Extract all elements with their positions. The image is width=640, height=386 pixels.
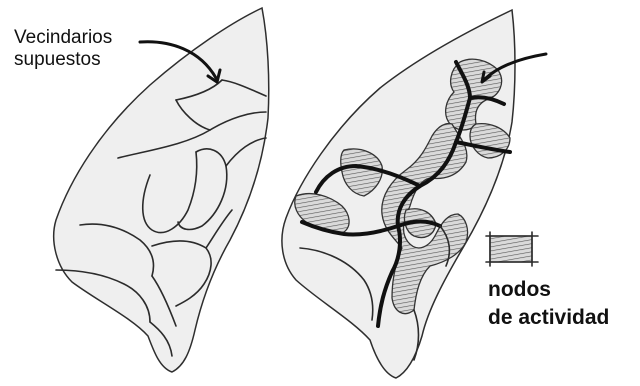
activity-nodes-label: nodos de actividad — [488, 276, 609, 332]
supposed-neighborhoods-label: Vecindarios supuestos — [14, 27, 112, 71]
supposed-neighborhoods-line1: Vecindarios — [14, 27, 112, 49]
supposed-neighborhoods-line2: supuestos — [14, 49, 112, 71]
activity-nodes-line2: de actividad — [488, 304, 609, 332]
activity-nodes-line1: nodos — [488, 276, 609, 304]
activity-node-legend-swatch — [486, 232, 538, 266]
